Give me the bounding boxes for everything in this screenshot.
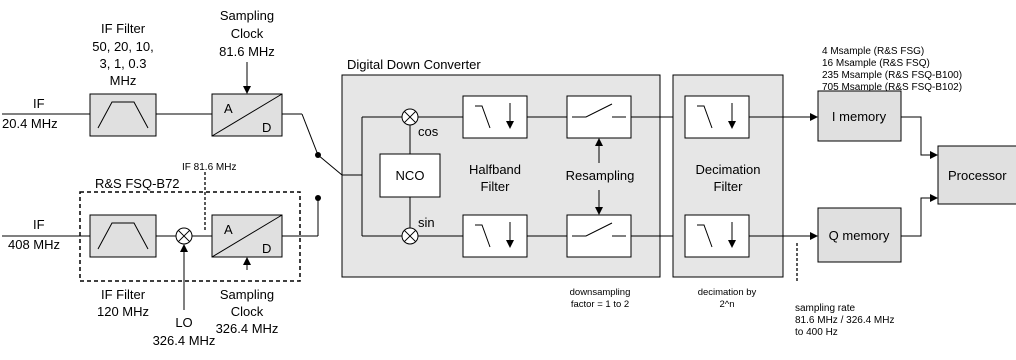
if-filter-top — [89, 93, 157, 137]
halfband-filter-i — [462, 95, 528, 139]
adc-b72-a: A — [224, 222, 233, 237]
if2-label: IF — [33, 217, 45, 232]
if1-freq: 20.4 MHz — [2, 116, 58, 131]
mixer-q — [401, 227, 419, 245]
decimation-title-1: Decimation — [695, 162, 760, 177]
i-memory-to-processor — [901, 116, 938, 159]
q-memory-label: Q memory — [829, 228, 890, 243]
ddc-title: Digital Down Converter — [347, 57, 481, 72]
decimation-q-box — [684, 214, 750, 258]
lo-freq: 326.4 MHz — [153, 333, 216, 348]
lowpass-q-icon — [475, 224, 491, 248]
bandpass-filter-icon — [97, 101, 149, 129]
mixer-i-cross-icon — [403, 110, 417, 124]
adc-top-d: D — [262, 120, 271, 135]
if-filter-top-label: IF Filter 50, 20, 10, 3, 1, 0.3 MHz — [92, 21, 153, 88]
if-filter-top-line2: 3, 1, 0.3 — [100, 56, 147, 71]
cos-label: cos — [418, 124, 439, 139]
decimation-filter-i — [684, 95, 750, 139]
lo-label: LO — [175, 315, 192, 330]
processor-block: Processor — [937, 145, 1016, 205]
downsampling-note-1: downsampling — [570, 287, 631, 298]
sampling-rate-line1: sampling rate — [795, 303, 855, 314]
adc-top-diagonal — [211, 93, 283, 137]
if-filter-top-title: IF Filter — [101, 21, 146, 36]
sampling-clock-b72-title: Sampling — [220, 287, 274, 302]
memory-notes: 4 Msample (R&S FSG) 16 Msample (R&S FSQ)… — [822, 46, 962, 93]
mixer-q-cross-icon — [403, 229, 417, 243]
resampler-i — [566, 95, 632, 139]
halfband-q-box — [462, 214, 528, 258]
halfband-i-box — [462, 95, 528, 139]
decimation-i-box — [684, 95, 750, 139]
sampling-rate-line3: to 400 Hz — [795, 327, 838, 338]
bandpass-filter-b72-box — [89, 214, 157, 258]
resampling-label: Resampling — [566, 168, 635, 183]
input-if-408: IF 408 MHz — [8, 217, 60, 252]
decimation-lowpass-i-icon — [697, 105, 713, 129]
sampling-clock-top-label: Sampling Clock 81.6 MHz — [219, 8, 275, 59]
decimation-note-2: 2^n — [719, 299, 734, 310]
lowpass-i-icon — [475, 105, 491, 129]
sampling-rate-line2: 81.6 MHz / 326.4 MHz — [795, 315, 894, 326]
sampling-clock-top-line2: Clock — [231, 26, 264, 41]
if-filter-b72 — [89, 214, 157, 258]
decimation-note-1: decimation by — [698, 287, 757, 298]
if-filter-top-line1: 50, 20, 10, — [92, 39, 153, 54]
if1-label: IF — [33, 96, 45, 111]
processor-label: Processor — [948, 168, 1007, 183]
if2-freq: 408 MHz — [8, 237, 60, 252]
decimation-lowpass-q-icon — [697, 224, 713, 248]
switch-q-icon — [572, 222, 626, 237]
bandpass-filter-box — [89, 93, 157, 137]
processor-box — [937, 145, 1016, 205]
memory-note-3: 235 Msample (R&S FSQ-B100) — [822, 70, 962, 81]
mixer-b72-cross-icon — [177, 229, 191, 243]
decimation-title-2: Filter — [714, 179, 744, 194]
sampling-clock-b72-freq: 326.4 MHz — [216, 321, 279, 336]
adc-b72-diagonal — [211, 214, 283, 258]
switch-top-wire — [301, 113, 319, 156]
switch-i-icon — [572, 103, 626, 118]
nco-label: NCO — [396, 168, 425, 183]
halfband-filter-q — [462, 214, 528, 258]
q-memory-box — [817, 207, 902, 263]
b72-if-note: IF 81.6 MHz — [182, 162, 236, 173]
nco-block: NCO — [379, 153, 441, 198]
i-memory-block: I memory — [817, 90, 902, 142]
q-memory-block: Q memory — [817, 207, 902, 263]
if-filter-top-line3: MHz — [110, 73, 137, 88]
adc-b72-d: D — [262, 241, 271, 256]
i-memory-box — [817, 90, 902, 142]
sampling-clock-top-title: Sampling — [220, 8, 274, 23]
switch-node-bottom — [315, 195, 321, 201]
adc-top: A D — [211, 93, 283, 137]
memory-note-1: 4 Msample (R&S FSG) — [822, 46, 924, 57]
if-filter-b72-title: IF Filter — [101, 287, 146, 302]
fsq-b72-title: R&S FSQ-B72 — [95, 176, 180, 191]
downsampling-note-2: factor = 1 to 2 — [571, 299, 629, 310]
halfband-title-2: Filter — [481, 179, 511, 194]
halfband-title-1: Halfband — [469, 162, 521, 177]
input-if-20-4: IF 20.4 MHz — [2, 96, 58, 131]
sin-label: sin — [418, 215, 435, 230]
if-filter-b72-freq: 120 MHz — [97, 304, 149, 319]
bandpass-filter-b72-icon — [97, 222, 149, 250]
i-memory-label: I memory — [832, 109, 887, 124]
q-memory-to-processor — [901, 194, 938, 237]
mixer-i — [401, 108, 419, 126]
mixer-b72 — [175, 227, 193, 245]
resampler-q — [566, 214, 632, 258]
adc-top-a: A — [224, 101, 233, 116]
nco-box — [379, 153, 441, 198]
decimation-filter-q — [684, 214, 750, 258]
sampling-clock-top-freq: 81.6 MHz — [219, 44, 275, 59]
memory-note-4: 705 Msample (R&S FSQ-B102) — [822, 82, 962, 93]
sampling-rate-note: sampling rate 81.6 MHz / 326.4 MHz to 40… — [795, 303, 894, 338]
switch-to-ddc-wire — [317, 154, 343, 176]
sampling-clock-b72-line2: Clock — [231, 304, 264, 319]
memory-note-2: 16 Msample (R&S FSQ) — [822, 58, 930, 69]
adc-b72: A D — [211, 214, 283, 258]
